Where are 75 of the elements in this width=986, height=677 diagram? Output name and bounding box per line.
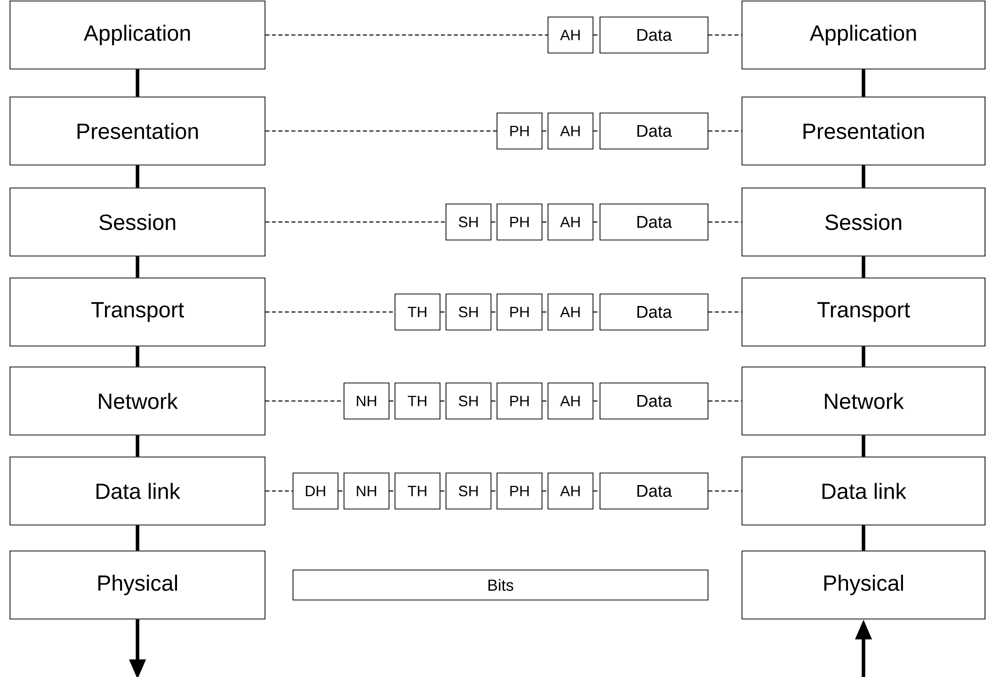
layer-box: Data link [742,456,986,526]
connector-line [136,256,140,278]
layer-box: Physical [742,550,986,620]
data-box: Data [600,112,708,150]
header-box: AH [548,294,594,330]
connector-line [136,346,140,367]
connector-line [862,256,866,278]
dashed-line [440,400,446,402]
header-box: NH [344,382,390,420]
connector-line [862,346,866,367]
header-box: AH [548,112,594,150]
dashed-line [388,490,396,492]
dashed-line [708,130,742,132]
dashed-line [338,490,344,492]
dashed-line [708,34,742,36]
bits-bar: Bits [292,570,708,600]
connector-line [862,69,866,97]
header-box: SH [446,294,492,330]
header-box: SH [446,472,492,510]
data-box: Data [600,294,708,330]
header-box: AH [548,382,594,420]
header-box: SH [446,204,492,240]
header-box: PH [496,382,542,420]
header-box: PH [496,112,542,150]
connector-line [136,525,140,551]
header-box: TH [394,382,440,420]
header-box: PH [496,472,542,510]
header-box: SH [446,382,492,420]
connector-line [862,525,866,551]
header-box: PH [496,294,542,330]
layer-box: Session [10,188,266,256]
layer-box: Session [742,188,986,256]
dashed-line [708,490,742,492]
layer-box: Application [742,0,986,70]
header-box: AH [548,472,594,510]
connector-line [136,165,140,188]
data-box: Data [600,382,708,420]
dashed-line [592,490,600,492]
dashed-line [592,130,600,132]
header-box: TH [394,472,440,510]
dashed-line [542,400,548,402]
header-box: AH [548,204,594,240]
header-box: AH [548,16,594,54]
header-box: PH [496,204,542,240]
header-box: TH [394,294,440,330]
connector-line [136,435,140,457]
layer-box: Application [10,0,266,70]
dashed-line [592,34,600,36]
layer-box: Presentation [10,96,266,166]
connector-line [136,69,140,97]
data-box: Data [600,472,708,510]
dashed-line [542,490,548,492]
dashed-line [592,400,600,402]
connector-line [862,435,866,457]
dashed-line [490,400,498,402]
layer-box: Presentation [742,96,986,166]
connector-line [862,165,866,188]
header-box: DH [292,472,338,510]
dashed-line [542,130,548,132]
data-box: Data [600,16,708,54]
layer-box: Physical [10,550,266,620]
data-box: Data [600,204,708,240]
dashed-line [264,34,548,36]
layer-box: Network [10,366,266,436]
dashed-line [264,130,498,132]
dashed-line [490,490,498,492]
dashed-line [708,400,742,402]
layer-box: Network [742,366,986,436]
dashed-line [264,490,294,492]
dashed-line [388,400,396,402]
layer-box: Data link [10,456,266,526]
layer-box: Transport [742,278,986,346]
header-box: NH [344,472,390,510]
layer-box: Transport [10,278,266,346]
dashed-line [440,490,446,492]
